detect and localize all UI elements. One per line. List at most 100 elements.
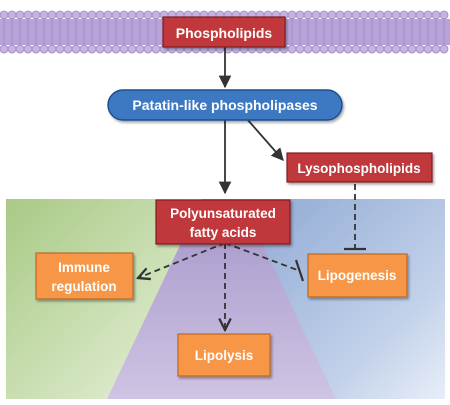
membrane-head bbox=[79, 44, 89, 54]
membrane-head bbox=[151, 44, 161, 54]
membrane-head bbox=[407, 44, 417, 54]
membrane-head bbox=[135, 10, 145, 20]
membrane-head bbox=[391, 44, 401, 54]
membrane-head bbox=[143, 44, 153, 54]
membrane-head bbox=[127, 44, 137, 54]
immune-label-line2: regulation bbox=[51, 279, 116, 294]
edges bbox=[138, 47, 366, 330]
membrane-head bbox=[327, 44, 337, 54]
phospholipids-label: Phospholipids bbox=[176, 25, 273, 41]
membrane-head bbox=[367, 10, 377, 20]
membrane-head bbox=[319, 44, 329, 54]
edge-pufa-to-lipogenesis bbox=[224, 242, 301, 272]
lipolysis-box bbox=[177, 333, 271, 377]
membrane-head bbox=[95, 44, 105, 54]
membrane-head bbox=[367, 44, 377, 54]
lipogenesis-label: Lipogenesis bbox=[318, 268, 397, 283]
membrane-head bbox=[79, 10, 89, 20]
membrane-head bbox=[407, 10, 417, 20]
membrane-head bbox=[327, 10, 337, 20]
membrane-head bbox=[343, 10, 353, 20]
membrane-head bbox=[335, 44, 345, 54]
membrane-head bbox=[103, 44, 113, 54]
membrane-head bbox=[31, 44, 41, 54]
membrane-head bbox=[431, 44, 441, 54]
membrane-head bbox=[431, 10, 441, 20]
membrane-head bbox=[47, 44, 57, 54]
membrane-head bbox=[295, 44, 305, 54]
membrane-head bbox=[15, 44, 25, 54]
membrane-head bbox=[95, 10, 105, 20]
membrane-head bbox=[415, 44, 425, 54]
membrane-head bbox=[87, 44, 97, 54]
membrane-head bbox=[127, 10, 137, 20]
node-lipolysis: Lipolysis bbox=[177, 333, 271, 377]
membrane-head bbox=[0, 10, 9, 20]
membrane-head bbox=[359, 10, 369, 20]
membrane-head bbox=[7, 10, 17, 20]
membrane-head bbox=[0, 44, 9, 54]
membrane-head bbox=[399, 44, 409, 54]
patatin-box bbox=[107, 89, 343, 121]
membrane-head bbox=[119, 10, 129, 20]
edge-pufa-to-immune bbox=[138, 242, 226, 278]
node-lipogenesis: Lipogenesis bbox=[307, 253, 408, 298]
membrane-head bbox=[63, 44, 73, 54]
membrane-head bbox=[143, 10, 153, 20]
membrane-head bbox=[415, 10, 425, 20]
patatin-label: Patatin-like phospholipases bbox=[132, 97, 317, 113]
pufa-label-line1: Polyunsaturated bbox=[170, 206, 276, 221]
membrane-head bbox=[287, 44, 297, 54]
membrane-head bbox=[39, 44, 49, 54]
immune-label-line1: Immune bbox=[58, 260, 110, 275]
membrane-head bbox=[135, 44, 145, 54]
membrane-head bbox=[151, 10, 161, 20]
membrane-head bbox=[23, 10, 33, 20]
membrane-head bbox=[359, 44, 369, 54]
membrane-head bbox=[351, 10, 361, 20]
immune-box bbox=[35, 252, 134, 300]
lipogenesis-box bbox=[307, 253, 408, 298]
inhibition-bar-pufa-lipogenesis bbox=[294, 259, 305, 282]
membrane-head bbox=[47, 10, 57, 20]
membrane-head bbox=[31, 10, 41, 20]
membrane-head bbox=[87, 10, 97, 20]
membrane-head bbox=[335, 10, 345, 20]
node-phospholipids: Phospholipids bbox=[162, 16, 286, 48]
membrane-head bbox=[383, 44, 393, 54]
membrane-head bbox=[391, 10, 401, 20]
membrane-head bbox=[23, 44, 33, 54]
membrane-head bbox=[55, 44, 65, 54]
pufa-box bbox=[155, 199, 291, 245]
membrane-head bbox=[343, 44, 353, 54]
lysophospholipids-box bbox=[286, 152, 433, 183]
background-purple-region bbox=[107, 199, 336, 399]
membrane-head bbox=[303, 44, 313, 54]
membrane-head bbox=[63, 10, 73, 20]
membrane-head bbox=[311, 44, 321, 54]
membrane-head bbox=[439, 44, 449, 54]
node-patatin: Patatin-like phospholipases bbox=[107, 89, 343, 121]
membrane-head bbox=[399, 10, 409, 20]
membrane-head bbox=[7, 44, 17, 54]
membrane-head bbox=[287, 10, 297, 20]
lysophospholipids-label: Lysophospholipids bbox=[297, 161, 420, 176]
node-lysophospholipids: Lysophospholipids bbox=[286, 152, 433, 183]
membrane-head bbox=[103, 10, 113, 20]
membrane-head bbox=[303, 10, 313, 20]
membrane-head bbox=[15, 10, 25, 20]
membrane-head bbox=[423, 44, 433, 54]
membrane-head bbox=[39, 10, 49, 20]
membrane-head bbox=[71, 10, 81, 20]
membrane-head bbox=[423, 10, 433, 20]
membrane-head bbox=[311, 10, 321, 20]
node-immune: Immune regulation bbox=[35, 252, 134, 300]
membrane-head bbox=[351, 44, 361, 54]
lipolysis-label: Lipolysis bbox=[195, 348, 254, 363]
phospholipids-box bbox=[162, 16, 286, 48]
membrane-head bbox=[71, 44, 81, 54]
membrane-head bbox=[111, 10, 121, 20]
node-pufa: Polyunsaturated fatty acids bbox=[155, 199, 291, 245]
